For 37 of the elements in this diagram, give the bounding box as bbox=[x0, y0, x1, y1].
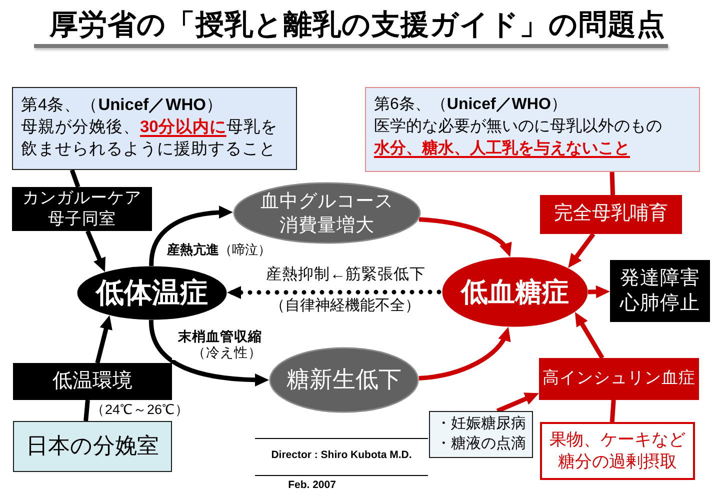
connector-line bbox=[610, 400, 616, 422]
label-box: カンガルーケア母子同室 bbox=[12, 187, 152, 231]
info-box bbox=[12, 87, 297, 170]
condition-ellipse: 糖新生低下 bbox=[269, 347, 419, 413]
connector-line bbox=[84, 400, 90, 422]
list-item: ・糖液の点滴 bbox=[436, 434, 526, 454]
note-box: 果物、ケーキなど糖分の過剰摂取 bbox=[540, 422, 695, 480]
condition-ellipse: 低体温症 bbox=[77, 266, 227, 320]
list-item: ・妊娠糖尿病 bbox=[436, 414, 526, 434]
arrow bbox=[149, 206, 233, 266]
connector-line bbox=[70, 169, 80, 188]
dotted-arrow bbox=[227, 286, 442, 299]
condition-ellipse: 血中グルコース消費量増大 bbox=[233, 182, 421, 244]
arrow bbox=[574, 312, 604, 360]
source-box: 日本の分娩室 bbox=[13, 421, 172, 472]
info-box bbox=[365, 87, 700, 172]
body-text: 母親が分娩後、30分以内に母乳を飲ませられるように援助すること bbox=[21, 117, 278, 160]
edge-label: 末梢血管収縮（冷え性） bbox=[172, 329, 262, 360]
title: 厚労省の「授乳と離乳の支援ガイド」の問題点 bbox=[50, 8, 666, 42]
note-box bbox=[429, 411, 533, 458]
heading-text: 第4条、（Unicef／WHO） bbox=[21, 95, 224, 116]
arrow bbox=[568, 232, 596, 268]
arrow bbox=[496, 392, 539, 414]
body-text: 医学的な必要が無いのに母乳以外のもの水分、糖水、人工乳を与えないこと bbox=[374, 116, 663, 159]
label-box: 高インシュリン血症 bbox=[539, 358, 699, 400]
arrow bbox=[418, 217, 511, 257]
condition-ellipse: 低血糖症 bbox=[442, 257, 588, 327]
arrow bbox=[86, 230, 106, 272]
heading-text: 第6条、（Unicef／WHO） bbox=[374, 95, 568, 115]
connector-line bbox=[610, 172, 616, 196]
label-box: 低温環境 bbox=[13, 363, 172, 400]
outcome-box: 発達障害心肺停止 bbox=[610, 260, 710, 322]
label-box: 完全母乳哺育 bbox=[540, 195, 682, 234]
arrow bbox=[418, 327, 510, 381]
arrow bbox=[588, 285, 610, 298]
arrow bbox=[95, 315, 112, 364]
arrow bbox=[148, 320, 269, 386]
